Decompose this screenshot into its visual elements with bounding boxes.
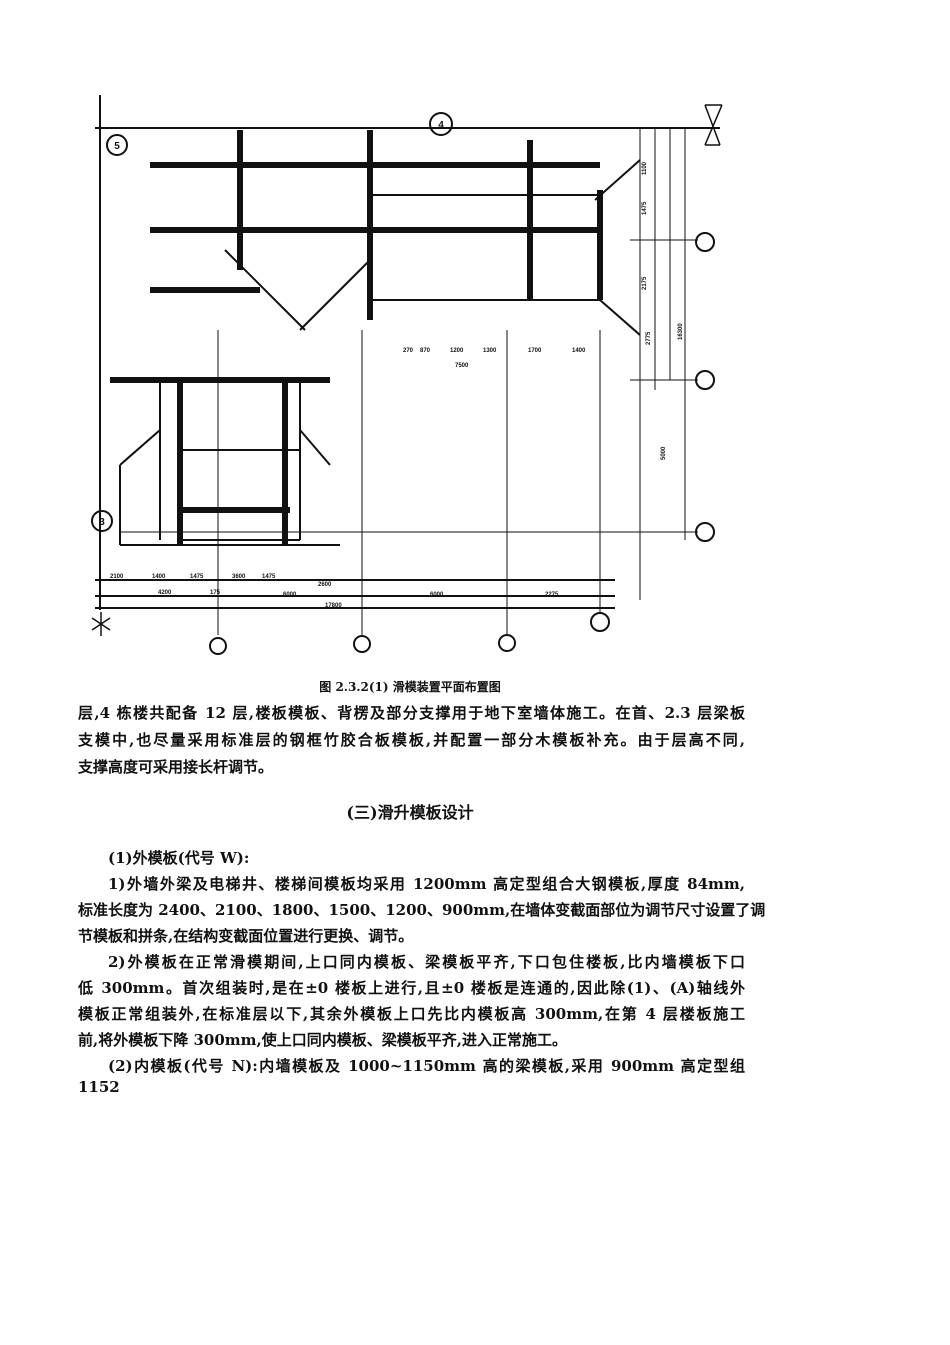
dimension-label: 6000 (430, 592, 444, 598)
body-text-line: 层,4 栋楼共配备 12 层,楼板模板、背楞及部分支撑用于地下室墙体施工。在首、… (78, 704, 745, 722)
axis-bubble (209, 637, 227, 655)
dimension-label: 2100 (110, 574, 124, 580)
body-text-line: 支撑高度可采用接长杆调节。 (78, 758, 274, 776)
dimension-label: 7500 (455, 363, 469, 369)
body-text-line: 模板正常组装外,在标准层以下,其余外模板上口先比内模板高 300mm,在第 4 … (78, 1005, 745, 1023)
dimension-label: 270 (403, 348, 414, 354)
body-text-line: 1)外墙外梁及电梯井、楼梯间模板均采用 1200mm 高定型组合大钢模板,厚度 … (108, 875, 745, 893)
dimension-label: 5000 (661, 446, 667, 460)
axis-label: 4 (438, 120, 444, 131)
body-text-line: 标准长度为 2400、2100、1800、1500、1200、900mm,在墙体… (78, 901, 766, 919)
axis-bubble (695, 522, 715, 542)
grid-axis-lines (120, 128, 698, 635)
axis-bubble-4 (429, 112, 453, 136)
break-symbols (91, 104, 723, 636)
slip-form-plan-drawing: 4 5 3 2100 1400 1475 3600 1475 2600 4200… (91, 95, 723, 655)
dimension-label: 2775 (646, 331, 652, 345)
dimension-label: 2175 (642, 276, 648, 290)
dimension-label: 870 (420, 348, 431, 354)
axis-bubble-5 (106, 134, 128, 156)
dimension-label: 16300 (678, 323, 684, 340)
dimension-label: 17800 (325, 603, 342, 609)
dimension-label: 1700 (528, 348, 542, 354)
wall-lines (95, 95, 720, 610)
body-text-line: 节模板和拼条,在结构变截面位置进行更换、调节。 (78, 927, 414, 945)
dimension-label: 175 (210, 590, 221, 596)
section-heading: (三)滑升模板设计 (346, 803, 474, 822)
dimension-label: 2275 (545, 592, 559, 598)
axis-bubbles (91, 112, 715, 655)
dimension-label: 6000 (283, 592, 297, 598)
axis-bubble (353, 635, 371, 653)
body-text-line: (2)内模板(代号 N):内墙模板及 1000~1150mm 高的梁模板,采用 … (108, 1057, 745, 1075)
axis-label: 3 (99, 517, 105, 528)
dimension-label: 1475 (190, 574, 204, 580)
dimension-label: 3600 (232, 574, 246, 580)
body-text-line: 前,将外模板下降 300mm,使上口同内模板、梁模板平齐,进入正常施工。 (78, 1031, 567, 1049)
dimension-label: 1400 (152, 574, 166, 580)
dimension-label: 1475 (642, 201, 648, 215)
item-title: (1)外模板(代号 W): (108, 849, 250, 867)
dimension-label: 1400 (572, 348, 586, 354)
body-text-line: 2)外模板在正常滑模期间,上口同内模板、梁模板平齐,下口包住楼板,比内墙模板下口 (108, 953, 745, 971)
axis-bubble (695, 232, 715, 252)
dimension-label: 1100 (642, 161, 648, 175)
formwork-bands (110, 130, 603, 545)
page-number: 1152 (78, 1078, 120, 1096)
axis-label: 5 (114, 141, 120, 152)
dimension-label: 2600 (318, 582, 332, 588)
dimension-label: 1200 (450, 348, 464, 354)
axis-bubble (695, 370, 715, 390)
dimension-label: 4200 (158, 590, 172, 596)
dimension-label: 1475 (262, 574, 276, 580)
body-text-line: 支模中,也尽量采用标准层的钢框竹胶合板模板,并配置一部分木模板补充。由于层高不同… (78, 731, 745, 749)
axis-bubble (498, 634, 516, 652)
figure-caption: 图 2.3.2(1) 滑模装置平面布置图 (319, 680, 501, 694)
dimension-label: 1300 (483, 348, 497, 354)
axis-bubble-3 (91, 510, 113, 532)
body-text-line: 低 300mm。首次组装时,是在±0 楼板上进行,且±0 楼板是连通的,因此除(… (78, 979, 745, 997)
axis-bubble (590, 612, 610, 632)
